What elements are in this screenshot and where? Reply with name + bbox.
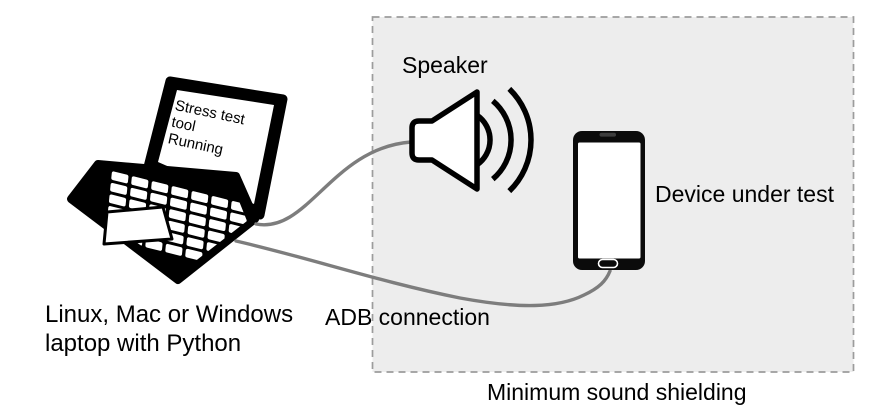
- laptop-screen: [158, 90, 274, 204]
- laptop-caption-line: laptop with Python: [45, 330, 242, 357]
- sound-shielding-label: Minimum sound shielding: [487, 379, 747, 405]
- phone-home-button: [597, 258, 619, 269]
- adb-cable-connector: [234, 239, 612, 308]
- device-under-test-label: Device under test: [655, 181, 834, 207]
- phone-earpiece: [599, 132, 616, 137]
- phone-screen: [578, 142, 641, 259]
- phone-icon: [573, 131, 645, 270]
- adb-connection-label: ADB connection: [325, 304, 490, 330]
- laptop-caption: Linux, Mac or Windows laptop with Python: [45, 300, 305, 358]
- speaker-label: Speaker: [402, 52, 488, 78]
- audio-cable-connector: [254, 140, 413, 227]
- speaker-icon: [409, 86, 534, 194]
- laptop-caption-line: Linux, Mac or Windows: [45, 301, 294, 328]
- laptop-icon: [67, 76, 288, 284]
- sound-waves-icon: [475, 86, 534, 194]
- laptop-touchpad: [102, 205, 174, 246]
